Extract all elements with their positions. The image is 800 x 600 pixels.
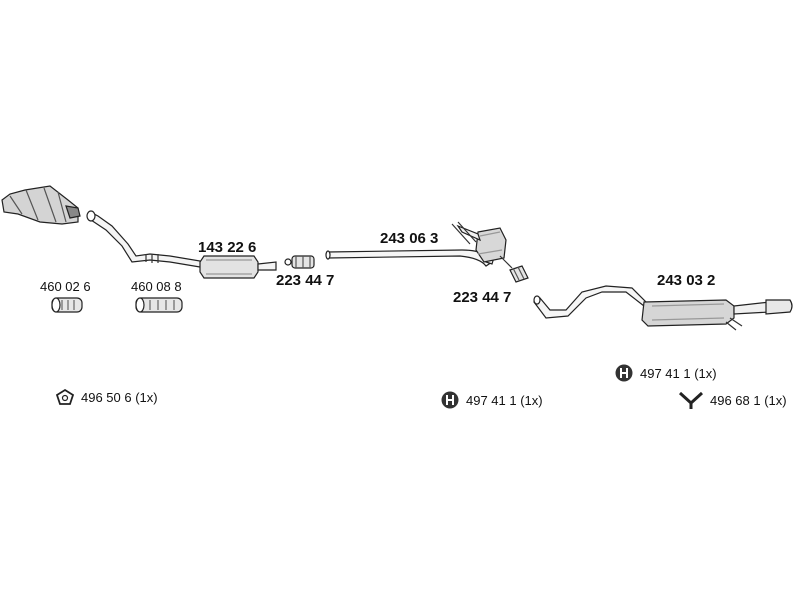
mount-icon bbox=[441, 391, 459, 409]
clamp-1 bbox=[284, 255, 315, 269]
bracket-icon bbox=[678, 391, 704, 409]
rubber-ring-icon bbox=[55, 388, 75, 405]
label-middle-silencer: 243 06 3 bbox=[380, 230, 439, 247]
accessory-mount-1: 497 41 1 (1x) bbox=[440, 390, 543, 410]
front-pipe bbox=[86, 210, 277, 279]
accessory-mount-2-label: 497 41 1 (1x) bbox=[640, 365, 717, 381]
label-front-pipe: 143 22 6 bbox=[198, 239, 257, 256]
label-rear-silencer: 243 03 2 bbox=[657, 272, 716, 289]
rear-pipe bbox=[533, 285, 793, 331]
accessory-bracket: 496 68 1 (1x) bbox=[678, 390, 787, 410]
accessory-rubber-ring: 496 50 6 (1x) bbox=[55, 388, 158, 406]
accessory-rubber-ring-label: 496 50 6 (1x) bbox=[81, 389, 158, 405]
accessory-mount-2: 497 41 1 (1x) bbox=[614, 363, 717, 383]
clamp-2 bbox=[509, 265, 529, 283]
gasket-1 bbox=[51, 297, 83, 313]
label-clamp-1: 223 44 7 bbox=[276, 272, 335, 289]
label-gasket-1: 460 02 6 bbox=[40, 279, 91, 294]
catalytic-converter bbox=[1, 185, 81, 225]
middle-pipe bbox=[325, 221, 513, 269]
gasket-2 bbox=[135, 297, 183, 313]
label-gasket-2: 460 08 8 bbox=[131, 279, 182, 294]
label-clamp-2: 223 44 7 bbox=[453, 289, 512, 306]
mount-icon bbox=[615, 364, 633, 382]
accessory-bracket-label: 496 68 1 (1x) bbox=[710, 392, 787, 408]
accessory-mount-1-label: 497 41 1 (1x) bbox=[466, 392, 543, 408]
